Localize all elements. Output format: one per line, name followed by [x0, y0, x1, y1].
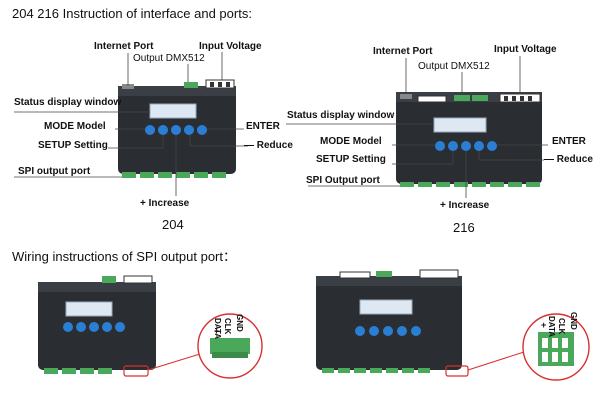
pin-label-data-left: DATA	[213, 318, 222, 340]
label-setup-216: SETUP Setting	[316, 154, 386, 165]
pin-label-clk-left: CLK	[223, 318, 232, 335]
device-204	[118, 79, 236, 178]
label-enter-204: ENTER	[246, 121, 280, 132]
leader-lines-216	[286, 56, 548, 198]
pin-label-clk-right: CLK	[557, 318, 566, 335]
caption-216: 216	[453, 220, 475, 235]
label-input-voltage-204: Input Voltage	[199, 41, 262, 52]
label-reduce-204: — Reduce	[244, 140, 293, 151]
label-spi-204: SPI output port	[18, 166, 91, 177]
label-increase-216: + Increase	[440, 200, 490, 211]
label-enter-216: ENTER	[552, 136, 586, 147]
caption-204: 204	[162, 217, 184, 232]
pin-label-plus-right: +	[541, 320, 547, 330]
label-input-voltage-216: Input Voltage	[494, 44, 557, 55]
label-status-window-216: Status display window	[287, 110, 395, 121]
label-setup-204: SETUP Setting	[38, 140, 108, 151]
label-output-dmx-216: Output DMX512	[418, 61, 490, 72]
wiring-device-204	[38, 275, 263, 379]
label-output-dmx-204: Output DMX512	[133, 53, 205, 64]
pin-label-data-right: DATA	[547, 316, 556, 338]
label-mode-216: MODE Model	[320, 136, 382, 147]
wiring-device-216	[316, 269, 590, 381]
pin-label-gnd-right: GND	[569, 312, 578, 330]
leader-lines-204	[14, 52, 248, 196]
label-increase-204: + Increase	[140, 198, 190, 209]
label-spi-216: SPI Output port	[306, 175, 380, 186]
pin-label-gnd-left: GND	[235, 314, 244, 332]
wiring-heading: Wiring instructions of SPI output port：	[12, 249, 236, 264]
pin-label-plus-left: +	[214, 326, 220, 336]
label-status-window-204: Status display window	[14, 97, 122, 108]
label-internet-port-204: Internet Port	[94, 41, 154, 52]
label-internet-port-216: Internet Port	[373, 46, 433, 57]
page-heading: 204 216 Instruction of interface and por…	[12, 6, 252, 21]
device-216	[396, 92, 542, 187]
label-reduce-216: — Reduce	[544, 154, 593, 165]
label-mode-204: MODE Model	[44, 121, 106, 132]
